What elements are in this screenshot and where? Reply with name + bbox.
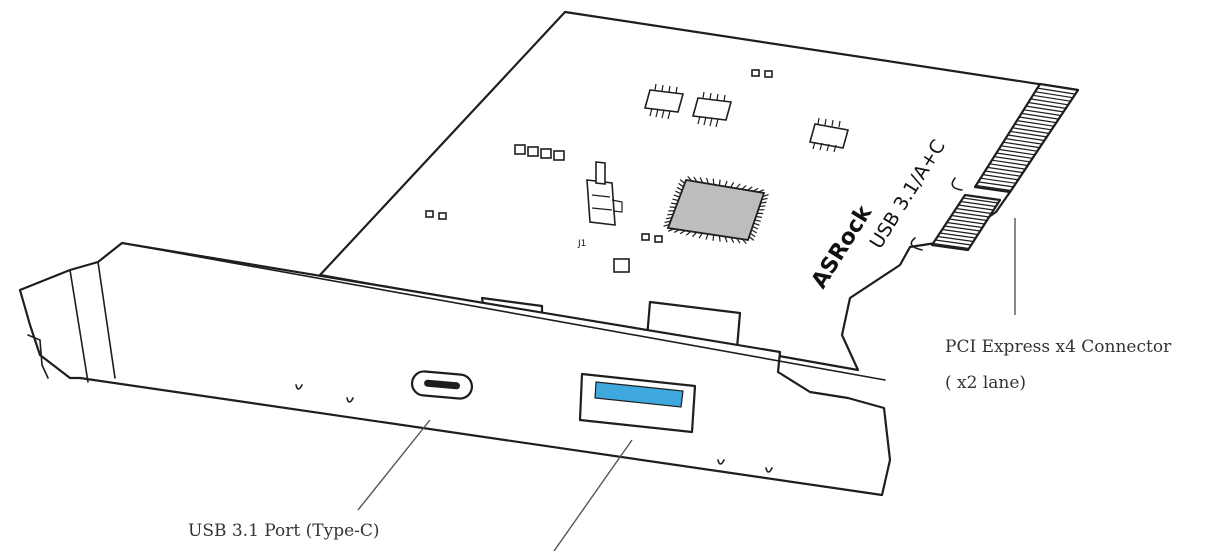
square-pad xyxy=(613,258,630,273)
chip-middle xyxy=(691,91,733,128)
resistor-array xyxy=(514,144,565,161)
usb-type-a-port xyxy=(578,372,697,434)
chip-right xyxy=(808,117,850,153)
pcie-x4-connector xyxy=(910,82,1080,252)
pcie-lane-label: ( x2 lane) xyxy=(945,373,1026,393)
pcie-connector-label: PCI Express x4 Connector xyxy=(945,337,1172,357)
small-pads-left xyxy=(425,210,447,220)
small-pads-center xyxy=(641,233,663,243)
chip-left xyxy=(643,83,685,120)
header-label: J1 xyxy=(577,239,586,249)
usb-c-port-label: USB 3.1 Port (Type-C) xyxy=(188,521,380,541)
mounting-bracket xyxy=(18,241,892,497)
usb-type-c-port xyxy=(410,370,474,400)
usb-controller-chip xyxy=(663,176,769,244)
jumper-header-j1: J1 xyxy=(577,161,623,249)
smd-pads-top xyxy=(751,69,773,78)
usb-c-leader-line xyxy=(357,419,431,511)
usb-a-leader-line xyxy=(553,439,633,551)
